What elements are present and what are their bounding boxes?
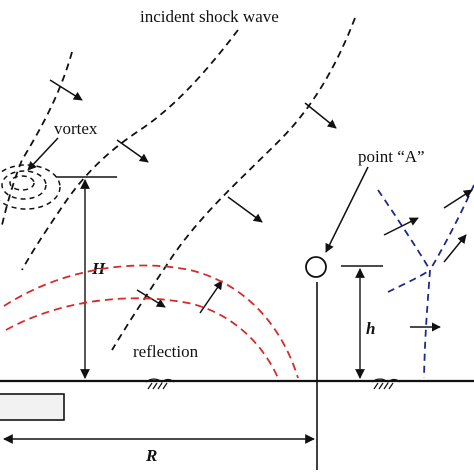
label-reflection: reflection (133, 342, 199, 361)
wave-arrow-4 (304, 102, 337, 129)
vortex-swirl (0, 164, 61, 210)
label-incident-shock-wave: incident shock wave (140, 7, 279, 26)
blue-wave-branch-left (377, 189, 431, 271)
downstream-arrow-1 (383, 217, 419, 236)
charge-body (0, 393, 65, 421)
wave-arrow-6 (199, 280, 223, 314)
incident-wave-front-1 (1, 51, 73, 226)
wave-arrow-2 (116, 139, 149, 163)
point-a-marker (305, 256, 327, 278)
label-vortex: vortex (54, 119, 98, 138)
ground-hatch-left (145, 378, 175, 390)
blue-wave-stem (423, 269, 431, 379)
reflection-wave-outer (3, 264, 299, 379)
downstream-arrow-2 (443, 234, 467, 263)
label-R: R (145, 446, 157, 465)
vortex-pointer-arrow (27, 137, 59, 171)
reflection-wave-inner (5, 297, 279, 379)
wave-arrow-1 (49, 79, 83, 101)
wave-arrow-3 (227, 196, 263, 223)
incident-wave-front-2 (21, 29, 239, 271)
label-point-a: point “A” (358, 147, 425, 166)
blue-wave-lower (387, 269, 431, 293)
label-h: h (366, 319, 375, 338)
label-H: H (91, 259, 106, 278)
incident-wave-front-3 (111, 17, 356, 351)
ground-hatch-right (371, 378, 401, 390)
blue-wave-branch-right (429, 184, 474, 271)
point-a-pointer-arrow (325, 166, 369, 253)
downstream-arrow-4 (443, 189, 473, 209)
